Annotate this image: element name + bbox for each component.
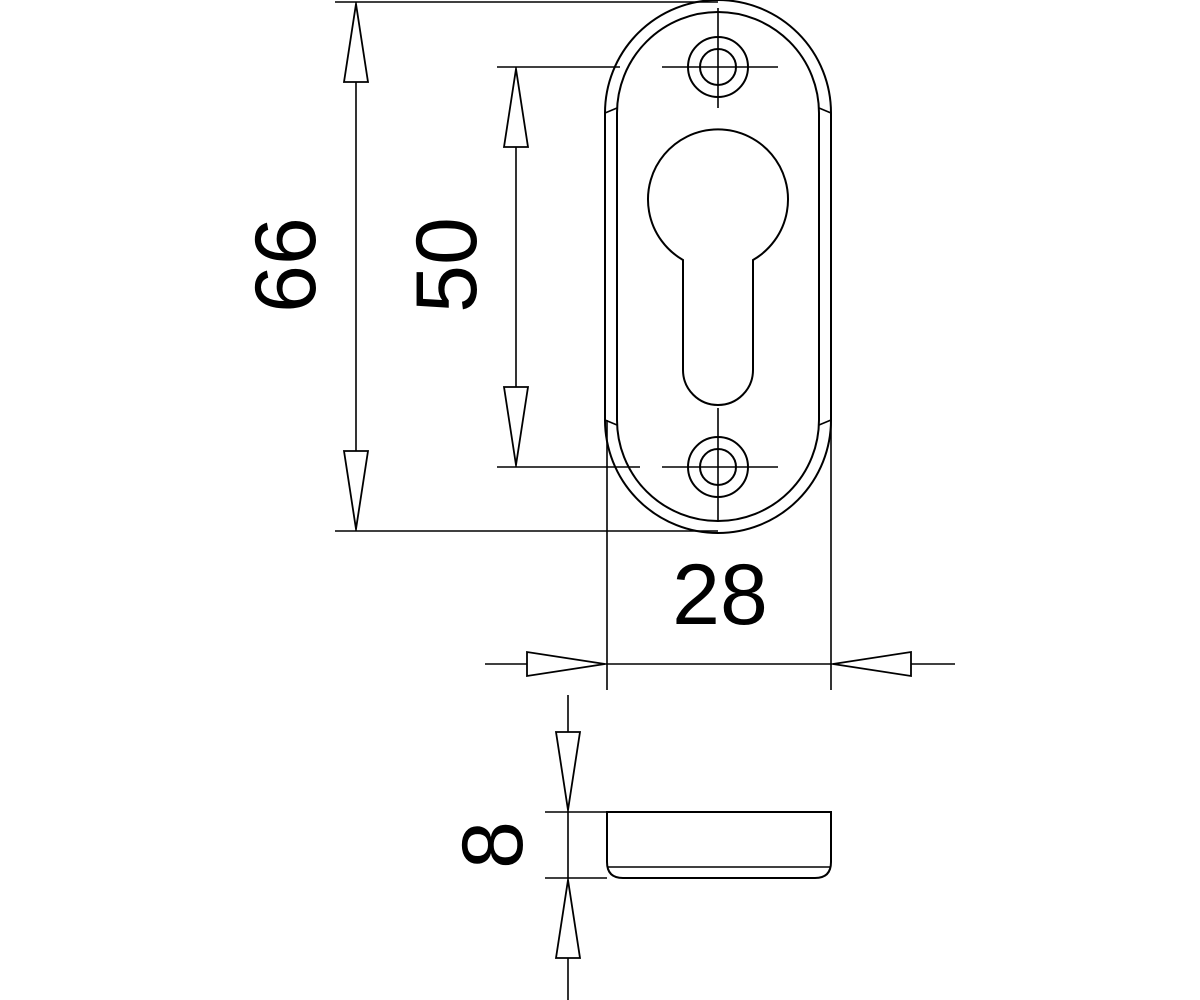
escutcheon-side-view [606,811,832,879]
screw-hole-bottom [662,408,778,522]
dimension-thickness: 8 [445,695,607,1000]
chamfer-tick-br [818,419,832,426]
escutcheon-front-view [604,0,832,534]
arrow-left-icon [832,650,912,678]
arrow-up-icon [502,68,530,148]
arrow-down-icon [554,731,582,811]
chamfer-tick-tr [818,107,832,114]
dimension-width: 28 [485,420,955,690]
arrow-up-icon [342,3,370,83]
side-profile-outline [606,811,832,879]
arrow-down-icon [342,450,370,530]
arrow-right-icon [526,650,606,678]
screw-hole-top [662,8,778,108]
arrow-down-icon [502,386,530,466]
plate-inner-outline [616,11,820,522]
dimension-label-thickness: 8 [445,821,541,869]
chamfer-tick-tl [604,107,618,114]
dimension-hole-spacing: 50 [399,66,640,468]
dimension-overall-height: 66 [238,1,718,532]
keyhole-cutout [647,128,789,406]
dimension-label-width: 28 [672,547,768,643]
dimension-label-hole-spacing: 50 [399,217,495,313]
dimension-label-overall-height: 66 [238,217,334,313]
arrow-up-icon [554,879,582,959]
